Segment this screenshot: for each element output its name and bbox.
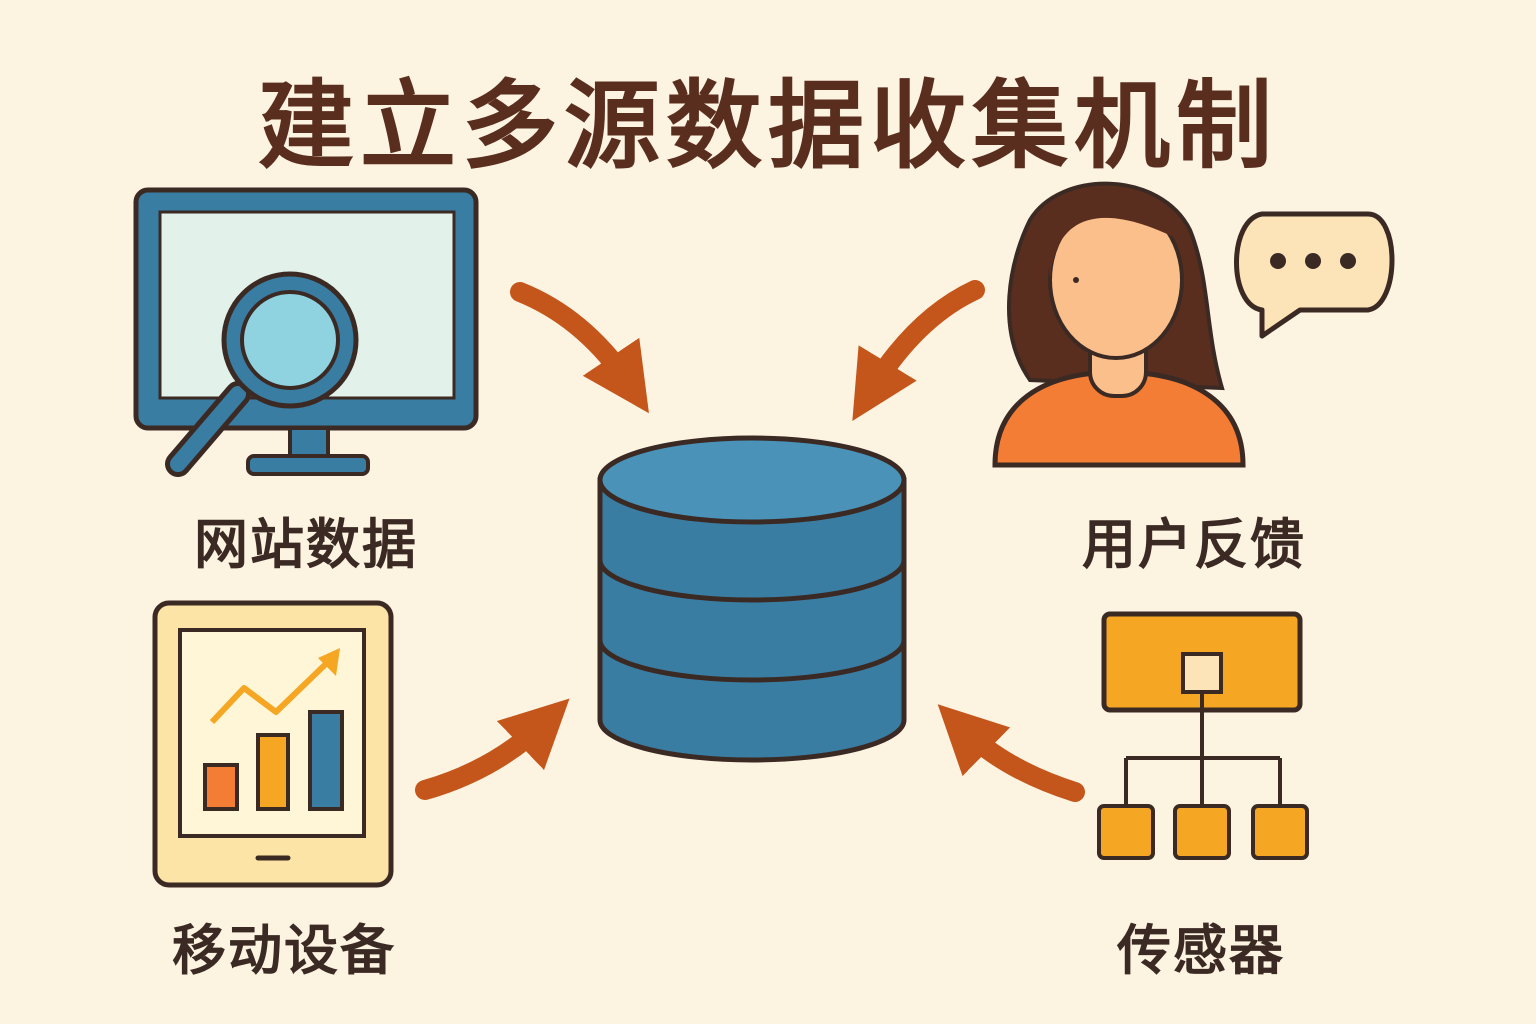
arrow-website-to-database: [510, 282, 649, 414]
label-mobile-device: 移动设备: [172, 919, 396, 982]
person-speech-bubble-icon: [992, 181, 1395, 468]
label-user-feedback: 用户反馈: [1082, 513, 1306, 576]
label-website-data: 网站数据: [194, 513, 418, 576]
tablet-chart-icon: [152, 600, 394, 888]
sensor-network-icon: [1097, 611, 1309, 860]
database-icon: [597, 435, 907, 763]
arrow-feedback-to-database: [852, 280, 985, 422]
arrow-sensor-to-database: [937, 704, 1085, 802]
arrow-mobile-to-database: [415, 698, 570, 800]
page-title: 建立多源数据收集机制: [258, 70, 1278, 182]
label-sensor: 传感器: [1117, 919, 1285, 982]
monitor-magnifier-icon: [133, 187, 479, 477]
